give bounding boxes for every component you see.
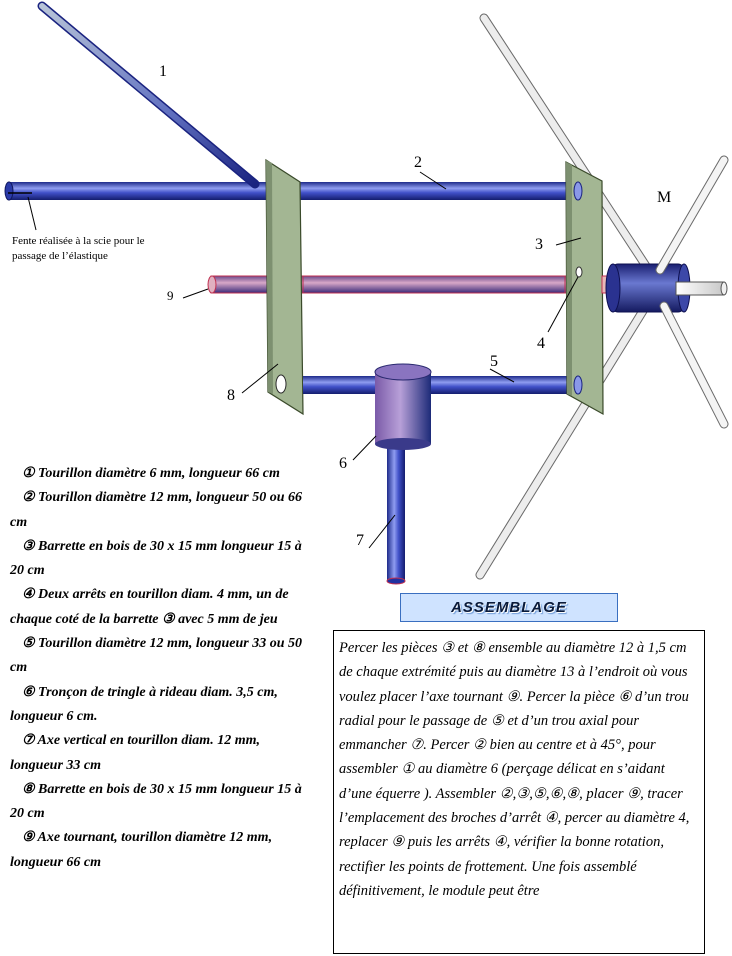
callout-7: 7	[356, 532, 364, 549]
parts-list-item: ⑧ Barrette en bois de 30 x 15 mm longueu…	[10, 781, 302, 822]
callout-m: M	[657, 189, 672, 206]
parts-list-item: ⑨ Axe tournant, tourillon diamètre 12 mm…	[10, 830, 273, 870]
sleeve-6	[374, 363, 432, 450]
callout-8: 8	[227, 387, 235, 404]
board-8	[265, 158, 304, 416]
rod-1	[37, 1, 260, 189]
callout-3: 3	[535, 236, 543, 253]
callout-9: 9	[167, 288, 174, 303]
parts-list: ① Tourillon diamètre 6 mm, longueur 66 c…	[10, 462, 310, 875]
assembly-banner: ASSEMBLAGE	[400, 593, 618, 622]
vertical-axis-7	[386, 440, 406, 585]
parts-list-item: ③ Barrette en bois de 30 x 15 mm longueu…	[10, 538, 302, 579]
parts-list-item: ⑥ Tronçon de tringle à rideau diam. 3,5 …	[10, 684, 278, 724]
callout-4: 4	[537, 335, 545, 352]
callout-6: 6	[339, 455, 347, 472]
callout-2: 2	[414, 154, 422, 171]
dowel-5-front	[303, 375, 583, 395]
stop-pin-4	[575, 266, 583, 278]
parts-list-item: ② Tourillon diamètre 12 mm, longueur 50 …	[10, 490, 303, 530]
callout-1: 1	[159, 63, 167, 80]
rotor-spokes-front	[655, 155, 729, 429]
parts-list-item: ① Tourillon diamètre 6 mm, longueur 66 c…	[22, 466, 280, 481]
callout-5: 5	[490, 353, 498, 370]
rotor-hub	[605, 263, 728, 313]
slot-note: Fente réalisée à la scie pour le passage…	[12, 235, 145, 262]
parts-list-item: ⑦ Axe vertical en tourillon diam. 12 mm,…	[10, 733, 260, 773]
dowel-2-front	[303, 181, 583, 201]
leader-lines	[27, 171, 582, 549]
assembly-instructions: Percer les pièces ③ et ⑧ ensemble au dia…	[333, 630, 705, 954]
parts-list-item: ⑤ Tourillon diamètre 12 mm, longueur 33 …	[10, 636, 303, 676]
rotor-spokes-back	[475, 13, 651, 580]
board-3	[565, 161, 604, 416]
parts-list-item: ④ Deux arrêts en tourillon diam. 4 mm, u…	[10, 587, 289, 627]
